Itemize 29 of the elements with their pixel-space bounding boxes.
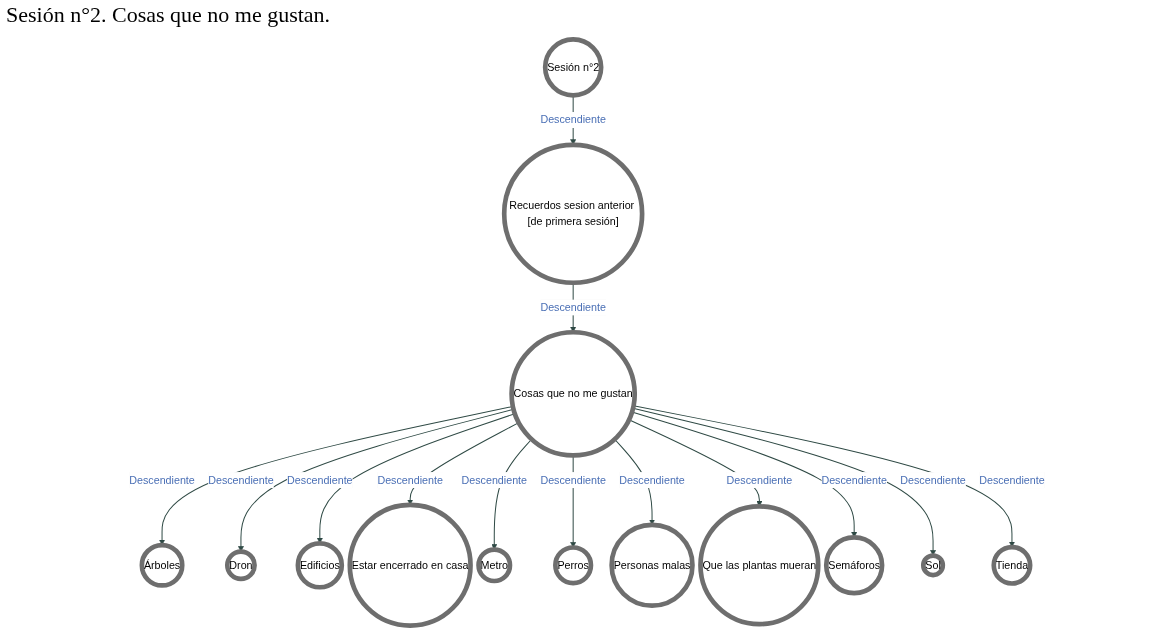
edge-label: Descendiente <box>540 114 606 126</box>
node-circle: Dron <box>224 549 257 582</box>
node-circle: Cosas que no me gustan <box>509 329 638 458</box>
node-circle: Recuerdos sesion anterior [de primera sesión] <box>501 142 645 286</box>
edge-label: Descendiente <box>377 474 443 486</box>
edge-label: Descendiente <box>129 474 195 486</box>
node-circle: Sesión n°2 <box>542 37 604 98</box>
node-circle: Edificios <box>295 541 345 590</box>
node-circle: Tienda <box>991 544 1033 586</box>
node-circle: Perros <box>553 545 594 586</box>
node-circle: Personas malas <box>609 522 695 609</box>
node-circle: Metro <box>476 547 513 584</box>
node-circle: Árboles <box>139 542 185 588</box>
edge-label: Descendiente <box>821 474 887 486</box>
edge-label: Descendiente <box>540 474 606 486</box>
edge-label: Descendiente <box>287 474 353 486</box>
edge-label: Descendiente <box>900 474 966 486</box>
edge-label: Descendiente <box>461 474 528 486</box>
node-circle: Sol <box>920 553 946 578</box>
node-circle: Que las plantas mueran <box>698 504 821 627</box>
arrow <box>632 407 936 556</box>
node-circle: Estar encerrado en casa <box>347 502 473 628</box>
edge-label: Descendiente <box>726 474 793 486</box>
edge-label: Descendiente <box>540 301 606 313</box>
edge-label: Descendiente <box>208 474 274 486</box>
edge-label: Descendiente <box>619 474 685 486</box>
diagram-title: Sesión n°2. Cosas que no me gustan. <box>6 2 331 28</box>
edge-label: Descendiente <box>979 474 1045 486</box>
node-circle: Semáforos <box>823 535 885 596</box>
